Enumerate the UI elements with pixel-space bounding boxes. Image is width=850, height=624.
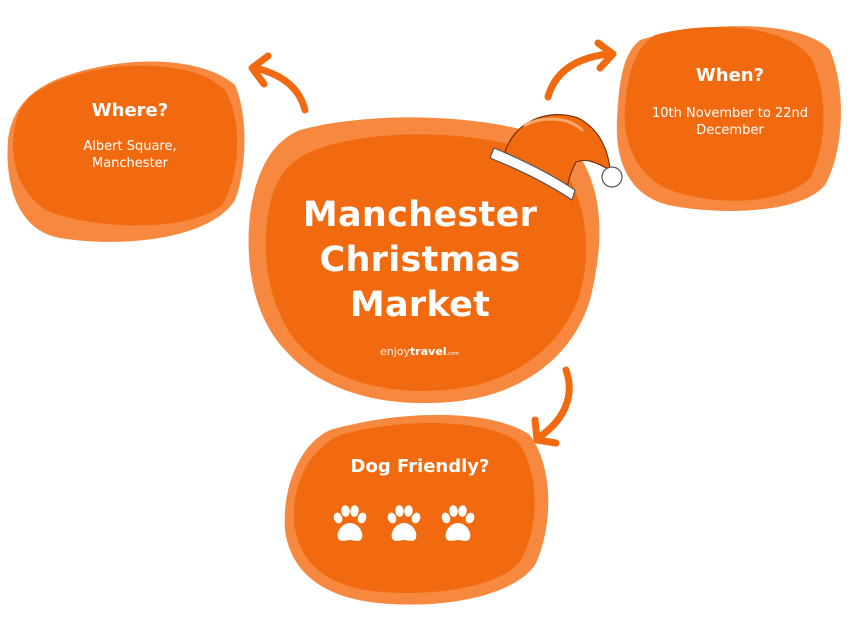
where-details: Albert Square, Manchester <box>40 138 220 172</box>
where-heading: Where? <box>91 100 169 121</box>
paw-icon <box>441 505 475 541</box>
logo-enjoy: enjoy <box>380 345 411 358</box>
main-title-line: Manchester <box>302 195 538 235</box>
enjoy-travel-logo: enjoytravel.com <box>380 345 459 358</box>
paw-icons <box>333 505 475 541</box>
arrow-to-dog <box>531 366 573 447</box>
arrow-to-where <box>248 52 309 114</box>
logo-travel: travel <box>410 345 447 358</box>
paw-icon <box>333 505 367 541</box>
main-title-line: Market <box>349 285 491 325</box>
logo-com: .com <box>446 351 459 357</box>
when-details: 10th November to 22nd December <box>630 105 830 139</box>
paw-icon <box>387 505 421 541</box>
when-line: December <box>696 123 764 138</box>
dog-blob <box>284 414 549 605</box>
dog-heading: Dog Friendly? <box>350 456 490 477</box>
when-blob <box>616 26 841 211</box>
where-line: Manchester <box>91 156 169 171</box>
main-title: Manchester Christmas Market <box>290 193 550 328</box>
where-blob <box>7 61 245 242</box>
when-line: 10th November to 22nd <box>652 106 808 121</box>
where-line: Albert Square, <box>83 139 177 154</box>
main-blob <box>248 117 600 404</box>
arrow-to-when <box>544 39 617 101</box>
when-heading: When? <box>695 65 765 86</box>
santa-hat-icon <box>489 114 623 201</box>
main-title-line: Christmas <box>319 240 521 280</box>
